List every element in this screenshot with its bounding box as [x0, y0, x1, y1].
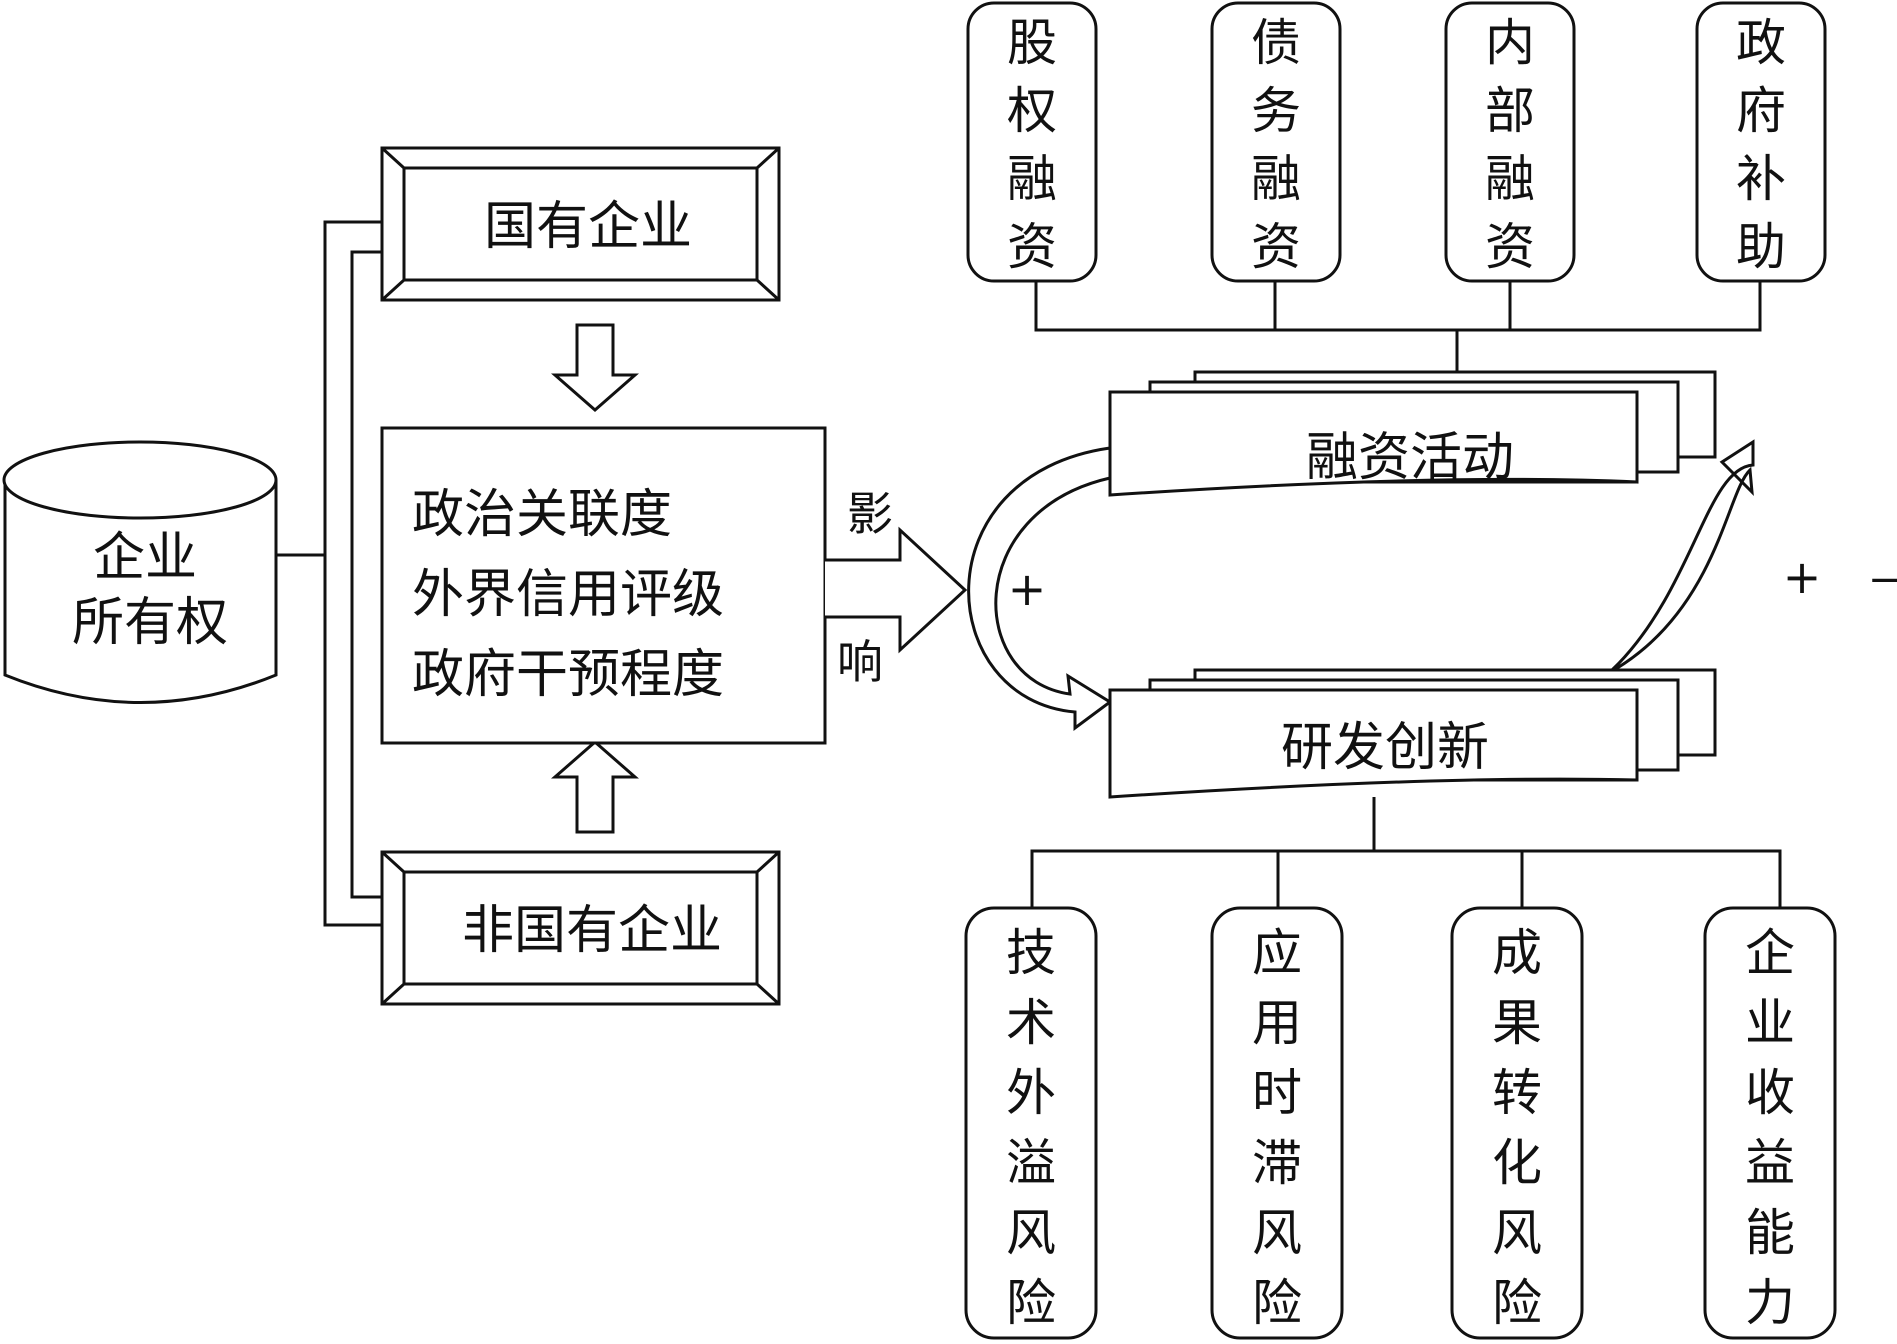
svg-text:债: 债 [1251, 14, 1301, 72]
svg-text:险: 险 [1006, 1274, 1056, 1332]
svg-text:助: 助 [1736, 218, 1786, 276]
svg-text:成: 成 [1492, 924, 1542, 982]
svg-text:化: 化 [1492, 1134, 1542, 1192]
svg-text:果: 果 [1492, 994, 1542, 1052]
financing-sources-connector [1034, 275, 1762, 372]
svg-text:务: 务 [1251, 82, 1301, 140]
svg-text:资: 资 [1251, 218, 1301, 276]
influence-char-2: 响 [837, 635, 883, 689]
ownership-connectors [276, 220, 382, 927]
rd-innovation-stack: 研发创新 [1108, 668, 1717, 799]
svg-text:融: 融 [1007, 150, 1057, 208]
soe-box: 国有企业 [380, 146, 781, 302]
rd-innovation-label: 研发创新 [1281, 718, 1489, 778]
svg-text:补: 补 [1736, 150, 1786, 208]
risk-tech-spillover: 技 术 外 溢 风 险 [964, 906, 1098, 1340]
ownership-label-line2: 所有权 [72, 593, 228, 653]
svg-text:府: 府 [1736, 82, 1786, 140]
svg-text:外: 外 [1006, 1064, 1056, 1122]
svg-text:滞: 滞 [1252, 1134, 1302, 1192]
sign-left-plus: + [1008, 562, 1047, 616]
non-soe-label: 非国有企业 [462, 901, 722, 961]
svg-text:用: 用 [1252, 994, 1302, 1052]
svg-text:资: 资 [1007, 218, 1057, 276]
factors-box: 政治关联度 外界信用评级 政府干预程度 [380, 426, 827, 745]
soe-label: 国有企业 [484, 197, 692, 257]
financing-source-equity: 股 权 融 资 [966, 1, 1098, 283]
financing-activity-stack: 融资活动 [1108, 370, 1717, 497]
svg-text:力: 力 [1745, 1274, 1795, 1332]
down-arrow-icon [551, 323, 639, 412]
ownership-label-line1: 企业 [93, 528, 197, 588]
svg-text:业: 业 [1745, 994, 1795, 1052]
svg-text:风: 风 [1252, 1204, 1302, 1262]
svg-text:权: 权 [1007, 82, 1057, 140]
risk-commercialization: 成 果 转 化 风 险 [1450, 906, 1584, 1340]
svg-text:溢: 溢 [1006, 1134, 1056, 1192]
sign-right-minus: — [1870, 550, 1897, 604]
svg-text:技: 技 [1006, 924, 1056, 982]
svg-text:险: 险 [1492, 1274, 1542, 1332]
svg-text:转: 转 [1492, 1064, 1542, 1122]
up-arrow-icon [551, 740, 639, 834]
svg-text:内: 内 [1485, 14, 1535, 72]
risks-connector [1030, 797, 1782, 908]
svg-text:股: 股 [1007, 14, 1057, 72]
svg-text:部: 部 [1485, 82, 1535, 140]
risk-profitability: 企 业 收 益 能 力 [1703, 906, 1837, 1340]
svg-text:益: 益 [1745, 1134, 1795, 1192]
svg-text:能: 能 [1745, 1204, 1795, 1262]
factor-credit-rating: 外界信用评级 [412, 565, 724, 625]
financing-source-debt: 债 务 融 资 [1210, 1, 1342, 283]
svg-text:融: 融 [1251, 150, 1301, 208]
svg-text:时: 时 [1252, 1064, 1302, 1122]
svg-text:资: 资 [1485, 218, 1535, 276]
financing-activity-label: 融资活动 [1306, 428, 1514, 488]
ownership-cylinder: 企业 所有权 [2, 440, 278, 704]
factor-political-connection: 政治关联度 [412, 485, 672, 545]
svg-text:企: 企 [1745, 924, 1795, 982]
non-soe-box: 非国有企业 [380, 850, 781, 1006]
influence-arrow: 影 响 [825, 487, 968, 689]
svg-text:风: 风 [1492, 1204, 1542, 1262]
risk-application-lag: 应 用 时 滞 风 险 [1210, 906, 1344, 1340]
factor-government-intervention: 政府干预程度 [412, 645, 724, 705]
loop-left-arrow-icon [967, 446, 1113, 731]
svg-text:险: 险 [1252, 1274, 1302, 1332]
financing-source-internal: 内 部 融 资 [1444, 1, 1576, 283]
financing-source-subsidy: 政 府 补 助 [1695, 1, 1827, 283]
svg-text:收: 收 [1745, 1064, 1795, 1122]
svg-text:融: 融 [1485, 150, 1535, 208]
svg-text:术: 术 [1006, 994, 1056, 1052]
influence-char-1: 影 [847, 487, 893, 541]
sign-right-plus: + [1783, 550, 1822, 604]
svg-text:政: 政 [1736, 14, 1786, 72]
svg-text:风: 风 [1006, 1204, 1056, 1262]
svg-text:应: 应 [1252, 924, 1302, 982]
